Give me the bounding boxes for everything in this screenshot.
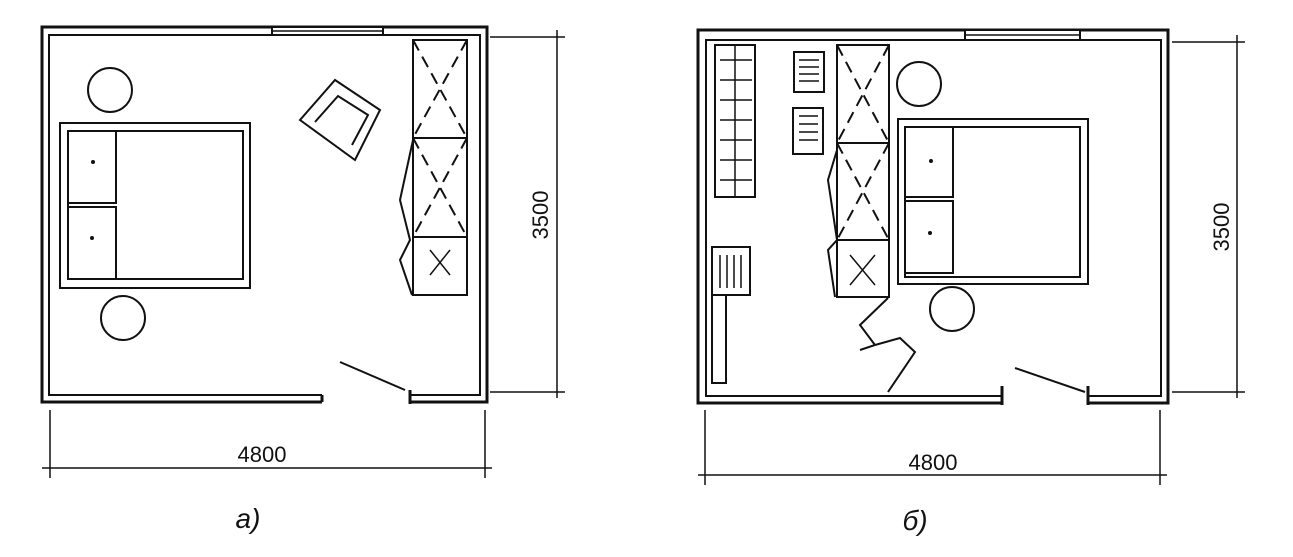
plan-a-bed bbox=[59, 122, 251, 289]
plan-b-height-dimension: 3500 bbox=[1172, 35, 1245, 398]
plan-a-armchair bbox=[298, 78, 382, 162]
plan-b-nightstand-bottom bbox=[929, 286, 975, 332]
plan-a-wardrobe bbox=[398, 39, 468, 296]
plan-b-bed bbox=[897, 118, 1089, 285]
plan-b-closet-left bbox=[714, 44, 756, 198]
plan-b-shelves bbox=[792, 51, 825, 155]
plan-b: 3500 4800 б) bbox=[696, 28, 1245, 536]
plan-b-wardrobe bbox=[826, 44, 917, 393]
plan-a-height-label: 3500 bbox=[528, 191, 553, 240]
plan-a-nightstand-top bbox=[87, 67, 133, 113]
plan-a-window bbox=[271, 26, 384, 36]
plan-a: 3500 4800 а) bbox=[40, 25, 565, 534]
plan-b-caption: б) bbox=[902, 505, 927, 536]
plan-a-door bbox=[339, 361, 406, 391]
plan-b-nightstand-top bbox=[896, 61, 942, 107]
plan-b-shoe-rack bbox=[711, 246, 751, 384]
plan-b-width-label: 4800 bbox=[909, 450, 958, 475]
plan-a-nightstand-bottom bbox=[100, 295, 146, 341]
plan-a-width-label: 4800 bbox=[238, 442, 287, 467]
plan-b-door bbox=[1014, 367, 1086, 393]
plan-a-height-dimension: 3500 bbox=[490, 30, 565, 398]
plan-b-walls bbox=[696, 28, 1170, 405]
plan-b-width-dimension: 4800 bbox=[698, 410, 1167, 485]
plan-b-window bbox=[964, 29, 1081, 41]
plan-b-height-label: 3500 bbox=[1209, 203, 1234, 252]
plan-a-walls bbox=[40, 25, 489, 404]
plan-a-width-dimension: 4800 bbox=[42, 410, 492, 478]
plan-a-caption: а) bbox=[236, 503, 261, 534]
